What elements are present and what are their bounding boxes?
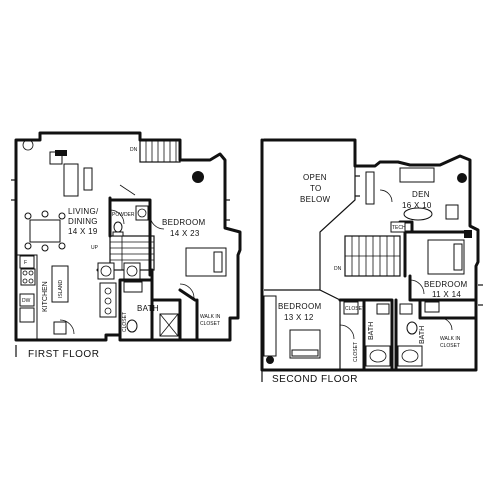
island-label: ISLAND <box>58 280 64 298</box>
first-bath-label: BATH <box>137 304 159 313</box>
small-closet-label: CLOSET <box>345 306 365 312</box>
second-bedroom-a-dresser <box>263 295 277 357</box>
first-floor-plan: LIVING/ DINING 14 X 19 KITCHEN ISLAND F … <box>11 131 242 360</box>
den-sofa <box>399 167 435 183</box>
second-floor-plan: OPEN TO BELOW DEN 16 X 10 TECH DN BEDROO… <box>260 138 483 385</box>
den-shelf <box>365 171 375 205</box>
sofa <box>63 163 79 197</box>
dryer <box>123 262 141 280</box>
tech-label: TECH <box>392 225 406 231</box>
kitchen-island <box>51 265 69 303</box>
second-bedroom-a-size: 13 X 12 <box>284 313 314 322</box>
bath-b-tub <box>397 345 423 367</box>
den-label: DEN <box>412 190 430 199</box>
den-table <box>403 207 433 221</box>
den-chair <box>445 204 459 220</box>
dining-label: DINING <box>68 217 98 226</box>
dining-table <box>29 219 61 243</box>
bedroom-a-lamp <box>266 356 274 364</box>
den-size: 16 X 10 <box>402 201 432 210</box>
second-bedroom-a-label: BEDROOM <box>278 302 321 311</box>
open-to-below-label-1: OPEN <box>303 173 327 182</box>
linen-closet-label: CLOSET <box>122 312 128 332</box>
first-floor-interior-walls <box>96 196 199 342</box>
bath-sink <box>123 281 143 293</box>
powder-sink <box>135 205 149 221</box>
second-closet-label-1: WALK IN <box>440 336 461 342</box>
fridge <box>19 255 35 269</box>
plant-icon <box>22 139 34 151</box>
bath-b-toilet <box>406 321 418 335</box>
stairs-down-label-second: DN <box>334 266 342 272</box>
closet-a <box>343 301 359 315</box>
living-label: LIVING/ <box>68 207 99 216</box>
first-bedroom-size: 14 X 23 <box>170 229 200 238</box>
second-floor-interior-walls <box>338 220 478 372</box>
stove <box>20 268 36 286</box>
dishwasher-label: DW <box>22 298 31 304</box>
dryer-box <box>424 301 440 313</box>
open-to-below-label-3: BELOW <box>300 195 331 204</box>
first-floor-title: FIRST FLOOR <box>28 349 99 360</box>
first-closet-label-1: WALK IN <box>200 314 221 320</box>
lamp <box>192 171 204 183</box>
first-closet-label-2: CLOSET <box>200 321 220 327</box>
powder-label: POWDER <box>112 212 135 218</box>
stairs-up-label: UP <box>91 245 99 251</box>
bath-b-sink <box>399 303 413 315</box>
closet-a-label: CLOSET <box>353 342 359 362</box>
bath-toilet <box>126 319 138 333</box>
nightstand <box>464 230 472 238</box>
bath-a-sink <box>376 303 390 315</box>
den-lamp <box>457 173 467 183</box>
bath-a-tub <box>365 345 391 367</box>
bath-b-label: BATH <box>419 326 426 344</box>
stairs-down-first <box>139 139 181 163</box>
kitchen-label: KITCHEN <box>42 281 49 312</box>
second-bedroom-b-size: 11 X 14 <box>432 290 461 299</box>
washer <box>97 262 115 280</box>
open-to-below-label-2: TO <box>310 184 322 193</box>
first-bedroom-label: BEDROOM <box>162 218 205 227</box>
powder-toilet <box>113 221 123 233</box>
pantry <box>53 321 67 335</box>
fireplace <box>55 150 67 156</box>
fridge-label: F <box>24 260 27 266</box>
dishwasher <box>19 293 35 307</box>
second-floor-title: SECOND FLOOR <box>272 374 358 385</box>
bath-vanity <box>99 282 117 318</box>
bath-a-label: BATH <box>368 322 375 340</box>
living-size: 14 X 19 <box>68 227 98 236</box>
second-bedroom-b-label: BEDROOM <box>424 280 467 289</box>
stairs-down-second <box>344 235 401 277</box>
kitchen-sink <box>19 307 35 323</box>
second-floor-outer-wall <box>260 138 480 372</box>
second-closet-label-2: CLOSET <box>440 343 460 349</box>
open-to-below-edge <box>319 166 356 370</box>
stairs-down-label-first: DN <box>130 147 138 153</box>
tech-closet <box>390 221 406 233</box>
